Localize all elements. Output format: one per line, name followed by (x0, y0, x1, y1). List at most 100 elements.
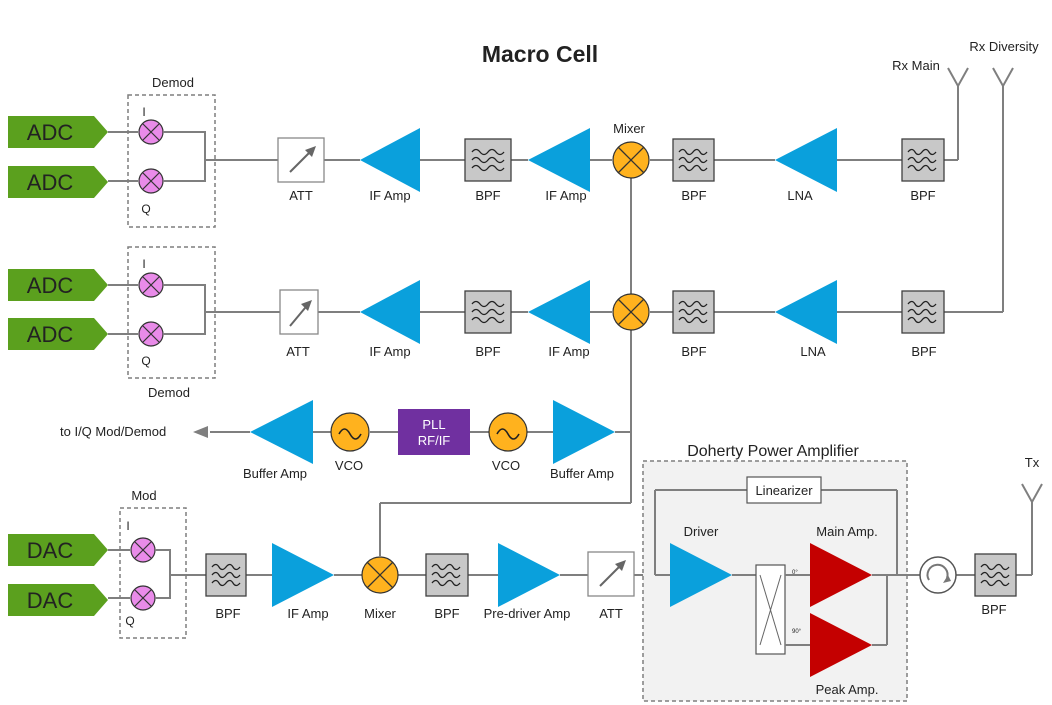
driver-amp (670, 543, 732, 607)
rx-main-antenna (947, 67, 969, 89)
rx-diversity-antenna (992, 67, 1014, 89)
adc-converter: ADC (8, 116, 108, 148)
dac-converter: DAC (8, 584, 108, 616)
svg-text:ADC: ADC (27, 322, 74, 347)
lna (775, 280, 837, 344)
to-iq-label: to I/Q Mod/Demod (60, 424, 166, 439)
att-label: ATT (289, 188, 313, 203)
pre-driver-amp (498, 543, 560, 607)
mod-label: Mod (131, 488, 156, 503)
mixer-label: Mixer (613, 121, 645, 136)
dac-converter: DAC (8, 534, 108, 566)
if-amp (360, 128, 420, 192)
main-amp (810, 543, 872, 607)
peak-amp-label: Peak Amp. (816, 682, 879, 697)
lna-label: LNA (800, 344, 826, 359)
doherty-pa: Doherty Power Amplifier Linearizer Drive… (642, 443, 920, 702)
buffer-amp-label: Buffer Amp (243, 466, 307, 481)
diagram-title: Macro Cell (482, 41, 598, 67)
bpf-label: BPF (215, 606, 240, 621)
bpf (464, 290, 512, 334)
svg-text:Linearizer: Linearizer (755, 483, 813, 498)
main-amp-label: Main Amp. (816, 524, 877, 539)
svg-text:I: I (126, 519, 129, 533)
att-label: ATT (286, 344, 310, 359)
demod-label: Demod (152, 75, 194, 90)
lna (775, 128, 837, 192)
svg-text:ADC: ADC (27, 170, 74, 195)
bpf-label: BPF (681, 344, 706, 359)
iq-mixer-i (138, 272, 164, 298)
bpf (901, 290, 945, 334)
svg-text:PLL: PLL (422, 417, 445, 432)
pre-driver-label: Pre-driver Amp (484, 606, 571, 621)
svg-text:DAC: DAC (27, 538, 74, 563)
iq-mixer-i (138, 119, 164, 145)
iq-mixer-q (138, 321, 164, 347)
svg-text:90°: 90° (792, 629, 802, 635)
demod-box (127, 94, 216, 228)
hybrid-coupler: 0° 90° (755, 564, 802, 655)
adc-converter: ADC (8, 269, 108, 301)
tx-chain: DAC DAC Mod I Q BPF (8, 488, 635, 639)
svg-text:Q: Q (125, 614, 134, 628)
pll-box: PLL RF/IF (398, 409, 470, 455)
tx-label: Tx (1025, 455, 1040, 470)
tx-antenna (1021, 483, 1043, 505)
att (277, 137, 325, 183)
circulator (919, 556, 957, 594)
svg-text:0°: 0° (792, 570, 798, 576)
if-amp-label: IF Amp (369, 344, 410, 359)
adc-converter: ADC (8, 166, 108, 198)
att (587, 551, 635, 597)
if-amp (528, 128, 590, 192)
svg-text:Q: Q (141, 202, 150, 216)
svg-text:Q: Q (141, 354, 150, 368)
svg-text:I: I (142, 257, 145, 271)
bpf (425, 553, 469, 597)
mixer-label: Mixer (364, 606, 396, 621)
bpf (901, 138, 945, 182)
peak-amp (810, 613, 872, 677)
bpf (672, 290, 715, 334)
bpf-label: BPF (475, 344, 500, 359)
iq-mixer-q (138, 168, 164, 194)
lo-chain: to I/Q Mod/Demod Buffer Amp VCO PLL RF/I… (60, 400, 615, 481)
if-amp-label: IF Amp (545, 188, 586, 203)
iq-mixer-q (130, 585, 156, 611)
if-amp-label: IF Amp (548, 344, 589, 359)
demod-box (127, 246, 216, 379)
rx-main-label: Rx Main (892, 58, 940, 73)
vco (330, 412, 370, 452)
bpf-label: BPF (681, 188, 706, 203)
if-amp-label: IF Amp (369, 188, 410, 203)
buffer-amp (250, 400, 313, 464)
linearizer: Linearizer (746, 476, 822, 504)
bpf (974, 553, 1017, 597)
lna-label: LNA (787, 188, 813, 203)
bpf-label: BPF (981, 602, 1006, 617)
vco (488, 412, 528, 452)
iq-mixer-i (130, 537, 156, 563)
if-amp (272, 543, 334, 607)
svg-text:RF/IF: RF/IF (418, 433, 451, 448)
buffer-amp (553, 400, 615, 464)
bpf-label: BPF (434, 606, 459, 621)
driver-label: Driver (684, 524, 719, 539)
bpf (464, 138, 512, 182)
bpf (672, 138, 715, 182)
vco-label: VCO (335, 458, 363, 473)
rx-diversity-label: Rx Diversity (969, 39, 1039, 54)
svg-text:I: I (142, 105, 145, 119)
vco-label: VCO (492, 458, 520, 473)
svg-text:DAC: DAC (27, 588, 74, 613)
if-amp (360, 280, 420, 344)
mixer (612, 293, 650, 331)
adc-converter: ADC (8, 318, 108, 350)
if-amp-label: IF Amp (287, 606, 328, 621)
buffer-amp-label: Buffer Amp (550, 466, 614, 481)
doherty-title: Doherty Power Amplifier (687, 443, 859, 460)
mixer (612, 141, 650, 179)
att-label: ATT (599, 606, 623, 621)
